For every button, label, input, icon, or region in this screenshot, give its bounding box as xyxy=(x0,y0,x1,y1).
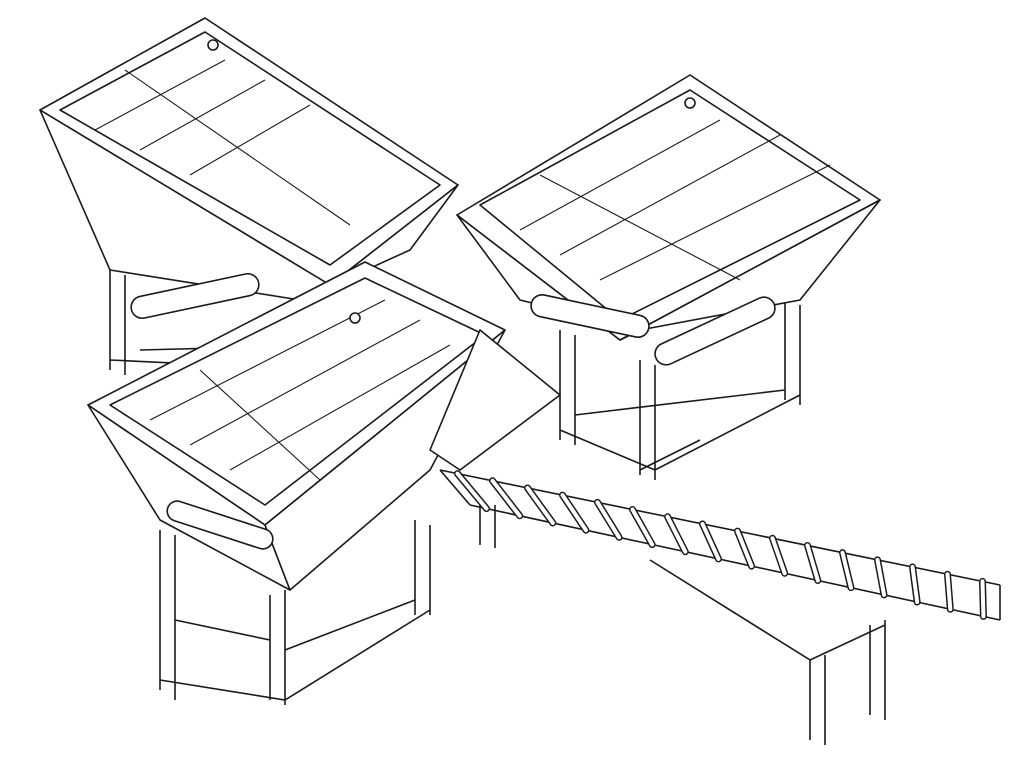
conveyor-roller xyxy=(980,579,986,619)
roller-conveyor xyxy=(439,469,1001,745)
conveyor-roller xyxy=(770,536,787,576)
conveyor-roller xyxy=(700,521,721,561)
hopper-back-left xyxy=(39,17,459,320)
conveyor-roller xyxy=(525,485,555,525)
hopper-frame-front xyxy=(159,520,431,705)
conveyor-roller xyxy=(945,572,953,612)
conveyor-roller xyxy=(630,507,655,547)
conveyor-roller xyxy=(840,550,853,590)
conveyor-roller xyxy=(910,565,920,605)
hopper-front xyxy=(87,261,561,591)
conveyor-roller xyxy=(595,500,622,540)
conveyor-roller xyxy=(805,543,820,583)
conveyor-roller xyxy=(490,478,522,518)
hopper-back-right xyxy=(456,74,881,366)
conveyor-roller xyxy=(455,471,489,511)
conveyor-roller xyxy=(665,514,688,554)
conveyor-roller xyxy=(560,493,588,533)
hopper-frame-back-right xyxy=(559,300,801,480)
conveyor-roller xyxy=(875,557,887,597)
conveyor-roller xyxy=(735,529,754,569)
